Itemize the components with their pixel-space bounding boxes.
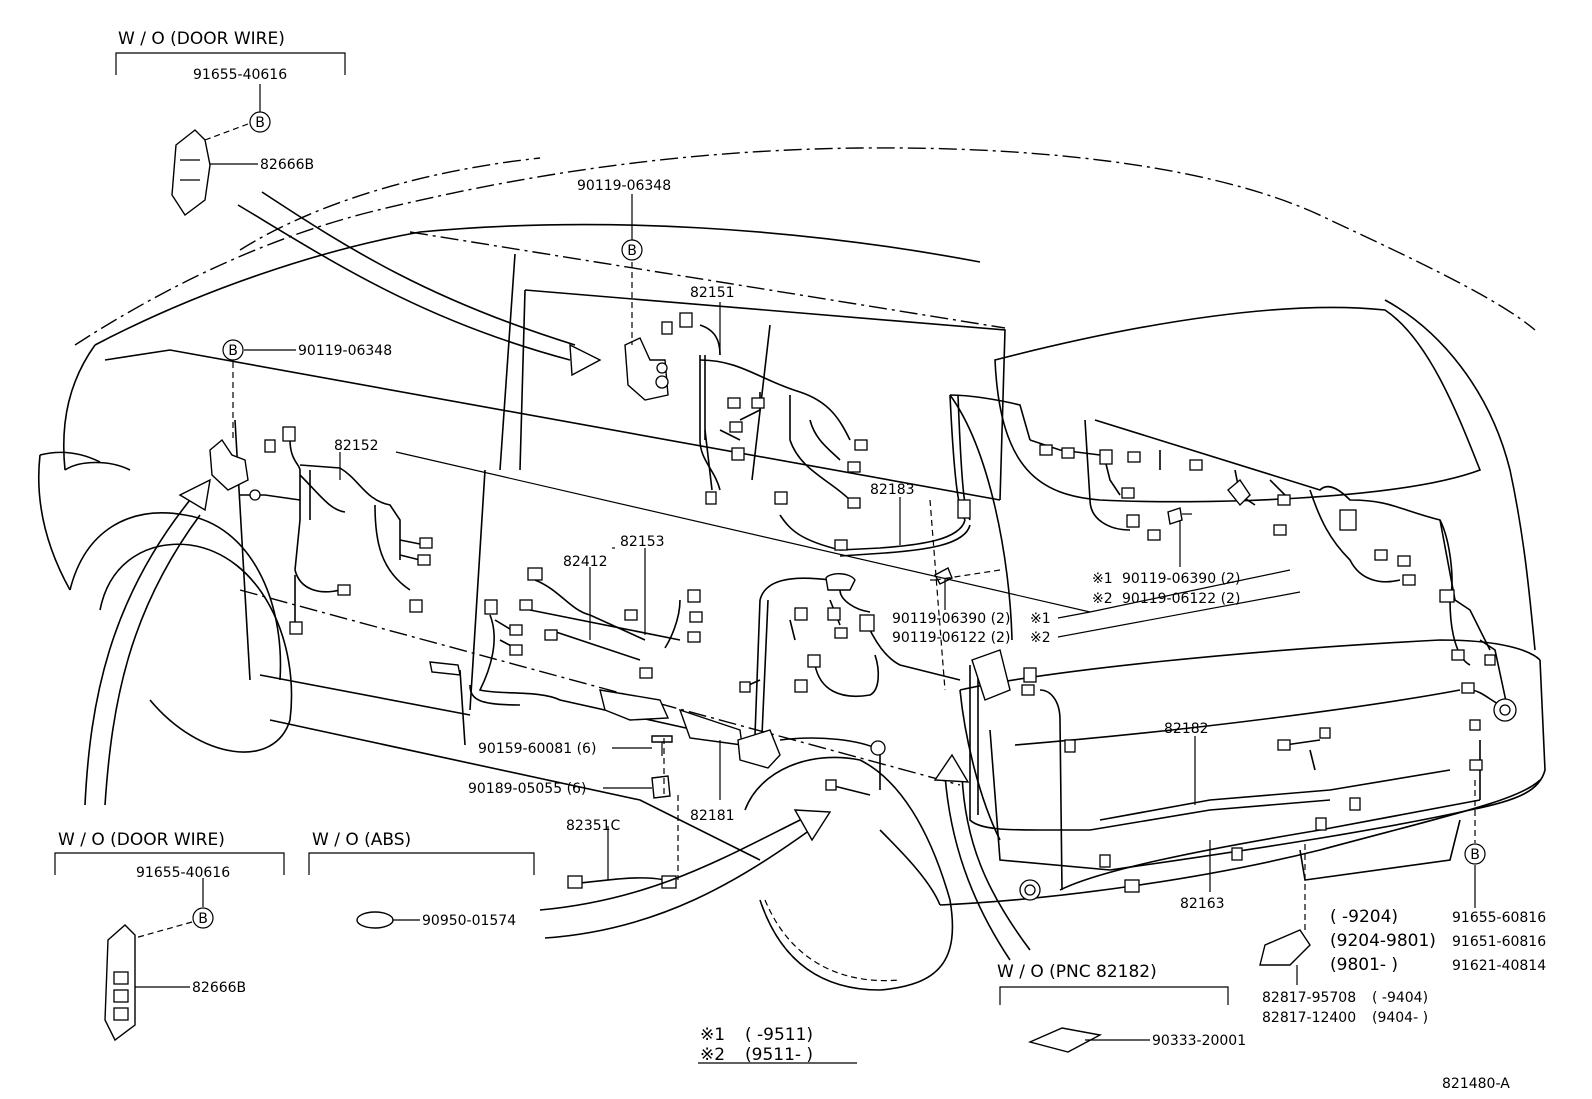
part-90119-06348-top: 90119-06348 <box>577 178 671 194</box>
callout-b-label: B <box>255 115 265 131</box>
part-82412: 82412 <box>563 554 608 570</box>
wire-harness-82151 <box>624 312 868 509</box>
range-82817-95708: ( -9404) <box>1372 990 1428 1006</box>
part-82182: 82182 <box>1164 721 1209 737</box>
callout-b-label: B <box>228 343 238 359</box>
part-90119-06122-right: 90119-06122 (2) <box>1122 591 1240 607</box>
wire-harness-82153 <box>429 567 743 746</box>
part-90119-06348-left: 90119-06348 <box>298 343 392 359</box>
part-90189-05055: 90189-05055 (6) <box>468 781 586 797</box>
part-82181: 82181 <box>690 808 735 824</box>
callout-b-right: B <box>1464 843 1486 865</box>
part-82666b-bottom: 82666B <box>192 980 246 996</box>
wire-harness-82181 <box>737 573 961 796</box>
legend-range-1: ( -9511) <box>745 1025 813 1045</box>
group-title-door-wire-top: W / O (DOOR WIRE) <box>118 29 285 49</box>
door-wire-bracket-top <box>171 129 211 217</box>
right-mark-1: ※1 <box>1092 571 1113 587</box>
leader-lines <box>54 52 1476 1064</box>
part-82152: 82152 <box>334 438 379 454</box>
mid-mark-2: ※2 <box>1030 630 1051 646</box>
part-82153: 82153 <box>620 534 665 550</box>
assembly-arrows <box>84 191 1031 961</box>
mid-mark-1: ※1 <box>1030 611 1051 627</box>
door-wire-bracket-bottom <box>104 924 136 1042</box>
part-82351c: 82351C <box>566 818 621 834</box>
part-82817-12400: 82817-12400 <box>1262 1010 1356 1026</box>
date-range-row-2: (9204-9801) <box>1330 931 1436 951</box>
range-82817-12400: (9404- ) <box>1372 1010 1428 1026</box>
part-90119-06390-right: 90119-06390 (2) <box>1122 571 1240 587</box>
part-82151: 82151 <box>690 285 735 301</box>
callout-b-top: B <box>249 111 271 133</box>
legend-mark-1: ※1 <box>700 1025 725 1045</box>
part-82163: 82163 <box>1180 896 1225 912</box>
date-range-row-1: ( -9204) <box>1330 907 1398 927</box>
callout-b-label: B <box>1470 847 1480 863</box>
part-90159-60081: 90159-60081 (6) <box>478 741 596 757</box>
wire-harness-82182 <box>969 419 1517 901</box>
wire-harness-82152 <box>209 426 433 635</box>
part-82666b-top: 82666B <box>260 157 314 173</box>
van-body-outline <box>37 147 1546 991</box>
part-91655-40616-top: 91655-40616 <box>193 67 287 83</box>
callout-b-left: B <box>222 339 244 361</box>
fasteners <box>356 507 1311 1053</box>
part-91655-40616-bottom: 91655-40616 <box>136 865 230 881</box>
date-range-row-3: (9801- ) <box>1330 955 1398 975</box>
part-90333-20001: 90333-20001 <box>1152 1033 1246 1049</box>
wire-harness-82183 <box>779 394 1031 557</box>
group-title-door-wire-bottom: W / O (DOOR WIRE) <box>58 830 225 850</box>
right-mark-2: ※2 <box>1092 591 1113 607</box>
part-90119-06390-mid: 90119-06390 (2) <box>892 611 1010 627</box>
legend-range-2: (9511- ) <box>745 1045 813 1065</box>
drawing-id: 821480-A <box>1442 1076 1510 1092</box>
part-91651-60816: 91651-60816 <box>1452 934 1546 950</box>
part-82183: 82183 <box>870 482 915 498</box>
part-91621-40814: 91621-40814 <box>1452 958 1546 974</box>
group-title-abs: W / O (ABS) <box>312 830 411 850</box>
callout-b-bottom: B <box>192 907 214 929</box>
part-91655-60816: 91655-60816 <box>1452 910 1546 926</box>
callout-b-label: B <box>198 911 208 927</box>
legend-mark-2: ※2 <box>700 1045 725 1065</box>
group-title-pnc: W / O (PNC 82182) <box>997 962 1157 982</box>
part-90119-06122-mid: 90119-06122 (2) <box>892 630 1010 646</box>
callout-b-center: B <box>621 239 643 261</box>
callout-b-label: B <box>627 243 637 259</box>
part-82817-95708: 82817-95708 <box>1262 990 1356 1006</box>
part-90950-01574: 90950-01574 <box>422 913 516 929</box>
